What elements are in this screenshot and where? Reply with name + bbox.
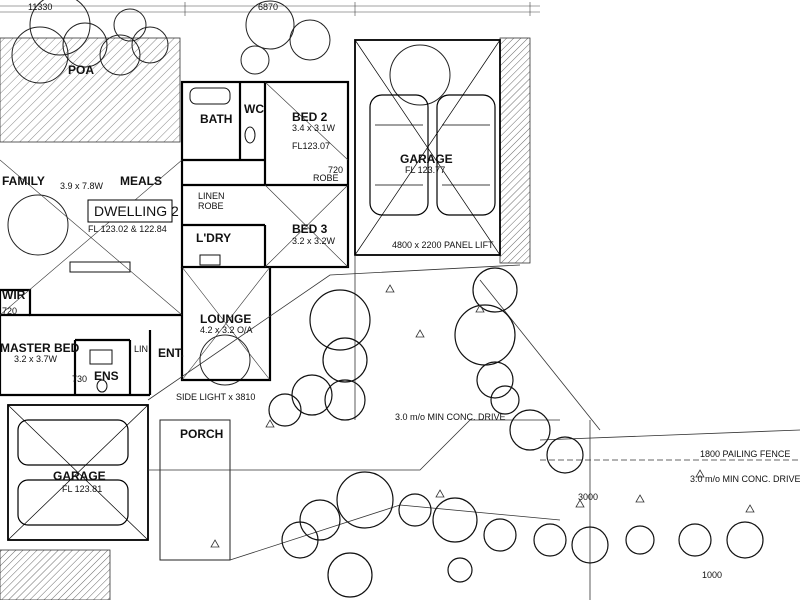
dim-3000: 3000 — [578, 492, 598, 502]
tree-cluster — [268, 267, 764, 598]
garage-top — [354, 39, 501, 256]
dwelling-label-box — [87, 199, 173, 223]
tree-canopies — [7, 0, 451, 386]
room-wir: WIR — [2, 288, 26, 302]
room-lin: LIN — [134, 344, 148, 354]
room-robe: ROBE — [313, 173, 339, 183]
room-bed2: BED 2 — [292, 110, 328, 124]
dim-730: 730 — [72, 374, 87, 384]
room-ldry: L'DRY — [196, 231, 231, 245]
side-hatch — [499, 37, 531, 264]
garage-panel-lift: 4800 x 2200 PANEL LIFT — [392, 240, 494, 250]
dim-mid: 6870 — [258, 2, 278, 12]
room-robe2: ROBE — [198, 201, 224, 211]
dim-top: 11330 — [28, 2, 52, 12]
room-poa: POA — [68, 63, 94, 77]
room-lounge-size: 4.2 x 3.2 O/A — [200, 325, 253, 335]
room-bed2-size: 3.4 x 3.1W — [292, 123, 336, 133]
room-family: FAMILY — [2, 174, 45, 188]
fence-label: 1800 PAILING FENCE — [700, 449, 790, 459]
room-bath: BATH — [200, 112, 232, 126]
room-garage-top: GARAGE — [400, 152, 453, 166]
conc-drive-1: 3.0 m/o MIN CONC. DRIVE — [395, 412, 506, 422]
poa-hatch — [0, 37, 181, 143]
room-ent: ENT. — [158, 346, 184, 360]
conc-drive-2: 3.0 m/o MIN CONC. DRIVE — [690, 474, 800, 484]
garage-bottom — [7, 404, 149, 541]
room-porch: PORCH — [180, 427, 223, 441]
side-light: SIDE LIGHT x 3810 — [176, 392, 255, 402]
level-markers — [210, 284, 755, 548]
dim-720: 720 — [2, 306, 17, 316]
room-bed3-size: 3.2 x 3.2W — [292, 236, 336, 246]
porch-outline — [159, 419, 231, 561]
robe-dim: 720 — [328, 165, 343, 175]
room-lounge: LOUNGE — [200, 312, 251, 326]
room-master-size: 3.2 x 3.7W — [14, 354, 58, 364]
garage-top-fl: FL 123.77 — [405, 165, 445, 175]
fixtures — [69, 87, 256, 393]
room-diagonals — [0, 81, 349, 381]
room-garage-bottom: GARAGE — [53, 469, 106, 483]
room-family-size: 3.9 x 7.8W — [60, 181, 104, 191]
dwelling-title: DWELLING 2 — [94, 203, 179, 219]
dim-1000: 1000 — [702, 570, 722, 580]
room-linen: LINEN — [198, 191, 225, 201]
dwelling-fl: FL 123.02 & 122.84 — [88, 224, 167, 234]
room-master-bed: MASTER BED — [0, 341, 80, 355]
dimension-lines — [0, 2, 540, 16]
room-meals: MEALS — [120, 174, 162, 188]
room-bed3: BED 3 — [292, 222, 328, 236]
room-bed2-fl: FL123.07 — [292, 141, 330, 151]
room-wc: WC — [244, 102, 264, 116]
room-ens: ENS — [94, 369, 119, 383]
landscape-lines — [147, 255, 800, 600]
garage-bottom-fl: FL 123.81 — [62, 484, 102, 494]
bottom-hatch — [0, 549, 111, 600]
